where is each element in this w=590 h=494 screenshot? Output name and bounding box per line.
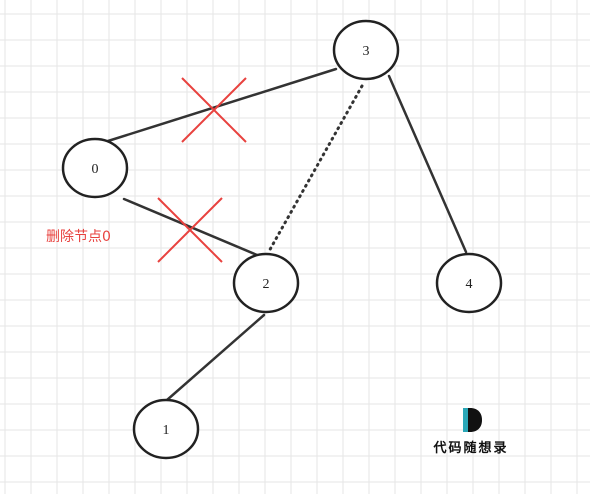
- removal-cross-icon: [181, 77, 247, 143]
- edges-layer: [106, 67, 468, 402]
- watermark-logo: 代码随想录: [426, 407, 516, 457]
- removal-cross-icon: [157, 197, 223, 263]
- node-label: 2: [263, 277, 270, 292]
- node-0: 0: [61, 137, 129, 199]
- node-label: 1: [163, 423, 170, 438]
- edge-2-1: [165, 313, 266, 402]
- node-4: 4: [435, 252, 503, 314]
- node-1: 1: [132, 398, 200, 460]
- node-3: 3: [332, 19, 400, 81]
- edge-3-2: [266, 84, 364, 255]
- node-circle: [332, 19, 400, 81]
- nodes-layer: 3 0 2 4 1: [61, 19, 503, 460]
- edge-0-2: [122, 197, 259, 257]
- edge-3-4: [387, 74, 468, 254]
- node-circle: [61, 137, 129, 199]
- removal-marks: [157, 77, 247, 263]
- node-circle: [435, 252, 503, 314]
- node-label: 0: [92, 162, 99, 177]
- watermark-text: 代码随想录: [433, 441, 509, 456]
- node-circle: [132, 398, 200, 460]
- delete-node-annotation: 删除节点0: [46, 229, 111, 245]
- logo-d-icon: [463, 408, 482, 432]
- node-circle: [232, 252, 300, 314]
- node-2: 2: [232, 252, 300, 314]
- node-label: 3: [363, 44, 370, 59]
- node-label: 4: [466, 277, 473, 292]
- edge-3-0: [106, 67, 338, 143]
